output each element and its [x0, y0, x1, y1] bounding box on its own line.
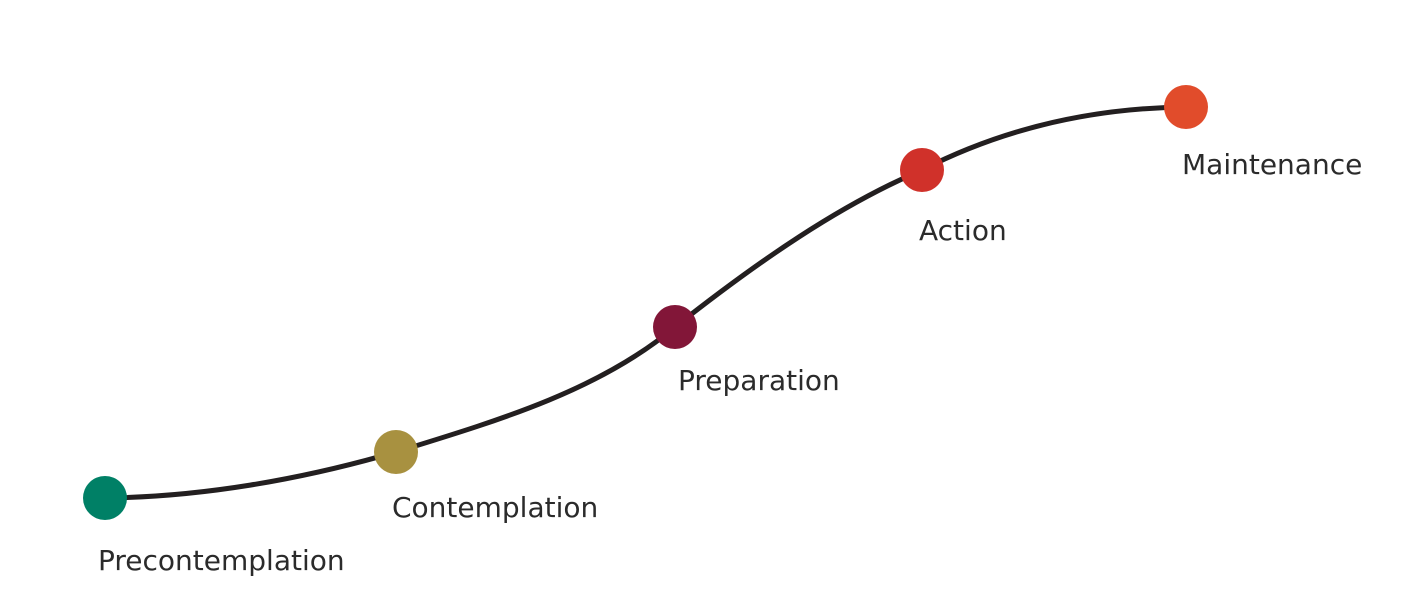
stage-marker-preparation	[653, 305, 697, 349]
stage-marker-action	[900, 148, 944, 192]
stage-label-action: Action	[919, 214, 1007, 247]
stage-marker-contemplation	[374, 430, 418, 474]
progress-curve	[102, 104, 1189, 501]
stage-label-precontemplation: Precontemplation	[98, 544, 345, 577]
stage-marker-precontemplation	[83, 476, 127, 520]
stage-label-preparation: Preparation	[678, 364, 840, 397]
stage-marker-maintenance	[1164, 85, 1208, 129]
stage-label-maintenance: Maintenance	[1182, 148, 1362, 181]
stage-label-contemplation: Contemplation	[392, 491, 598, 524]
